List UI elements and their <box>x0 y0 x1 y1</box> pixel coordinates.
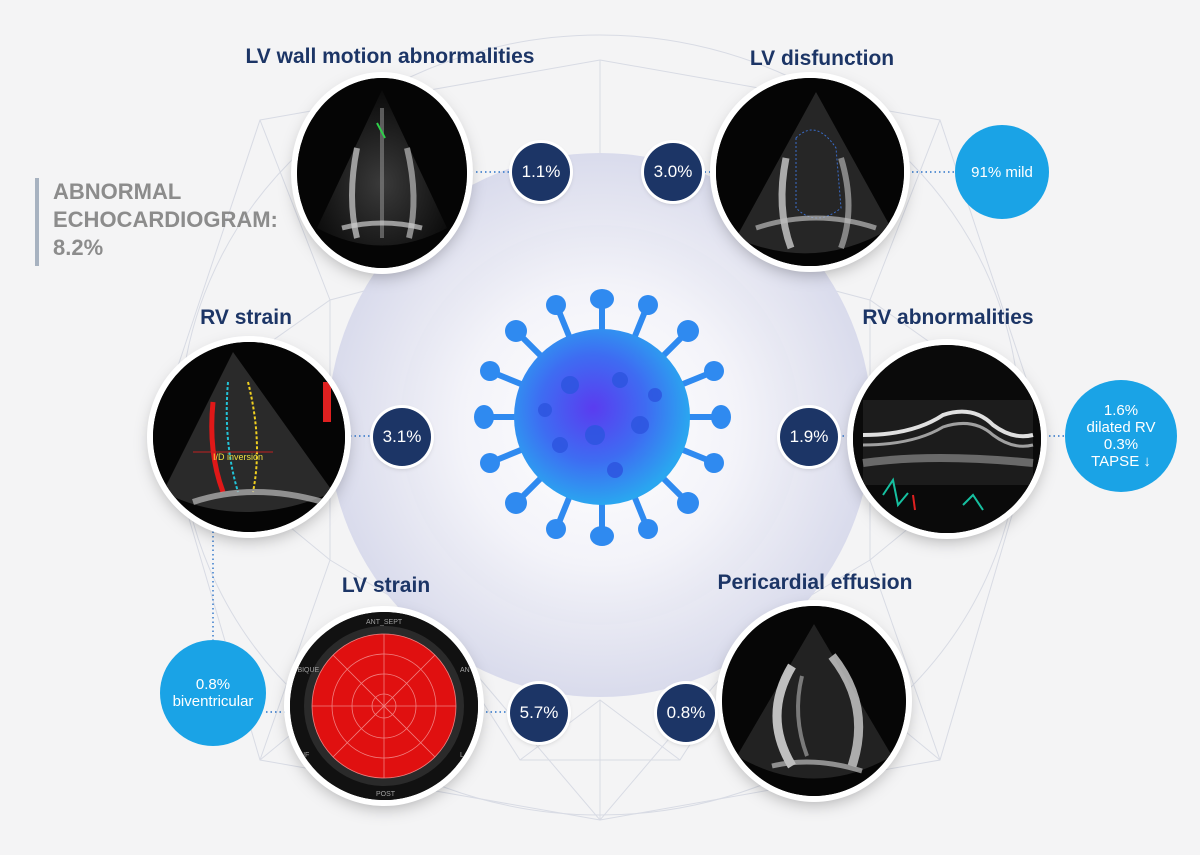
summary-line-2: ECHOCARDIOGRAM: <box>53 207 278 232</box>
detail-lv-strain-line-1: 0.8% <box>195 676 231 693</box>
title-lv-wall-motion: LV wall motion abnormalities <box>245 45 535 68</box>
echo-image-lv-wall-motion <box>297 78 467 268</box>
rv-strain-overlay-label: I/D inversión <box>213 452 263 462</box>
abnormal-echocardiogram-summary: ABNORMAL ECHOCARDIOGRAM: 8.2% <box>35 178 285 266</box>
summary-line-3: 8.2% <box>53 235 104 260</box>
badge-rv-strain: 3.1% <box>373 408 431 466</box>
detail-rv-line-4: TAPSE ↓ <box>1091 453 1151 470</box>
detail-rv-line-2: dilated RV <box>1086 419 1156 436</box>
title-rv-strain: RV strain <box>200 306 292 329</box>
bullseye-label-right: ANT <box>460 667 475 674</box>
echo-image-rv-abnormalities <box>853 345 1041 533</box>
badge-lv-wall-motion: 1.1% <box>512 143 570 201</box>
detail-bubble-rv-abnormalities: 1.6% dilated RV 0.3% TAPSE ↓ <box>1065 380 1177 492</box>
title-lv-strain: LV strain <box>341 574 431 597</box>
badge-lv-disfunction: 3.0% <box>644 143 702 201</box>
echo-image-rv-strain: I/D inversión <box>153 342 345 532</box>
detail-lv-strain-line-2: biventricular <box>172 693 254 710</box>
echo-image-pericardial-effusion <box>722 606 906 796</box>
summary-line-1: ABNORMAL <box>53 179 182 204</box>
detail-rv-line-1: 1.6% <box>1103 402 1139 419</box>
title-pericardial-effusion: Pericardial effusion <box>717 571 913 594</box>
detail-bubble-lv-strain: 0.8% biventricular <box>160 640 266 746</box>
echo-image-lv-disfunction <box>716 78 904 266</box>
coronavirus-icon <box>474 289 731 546</box>
badge-pericardial-effusion: 0.8% <box>657 684 715 742</box>
title-lv-disfunction: LV disfunction <box>749 47 895 70</box>
badge-lv-strain: 5.7% <box>510 684 568 742</box>
badge-rv-abnormalities: 1.9% <box>780 408 838 466</box>
detail-lv-disfunction: 91% mild <box>971 163 1033 181</box>
detail-rv-line-3: 0.3% <box>1103 436 1139 453</box>
title-rv-abnormalities: RV abnormalities <box>862 306 1034 329</box>
bullseye-image-lv-strain: ANT_SEPT OBIQUE ANT POST INF LAT <box>290 612 478 800</box>
bullseye-label-top: ANT_SEPT <box>366 619 403 626</box>
bullseye-label-bottom-left: INF <box>298 752 309 759</box>
bullseye-label-left: OBIQUE <box>292 667 320 674</box>
bullseye-label-bottom: POST <box>376 791 396 798</box>
detail-bubble-lv-disfunction: 91% mild <box>955 125 1049 219</box>
